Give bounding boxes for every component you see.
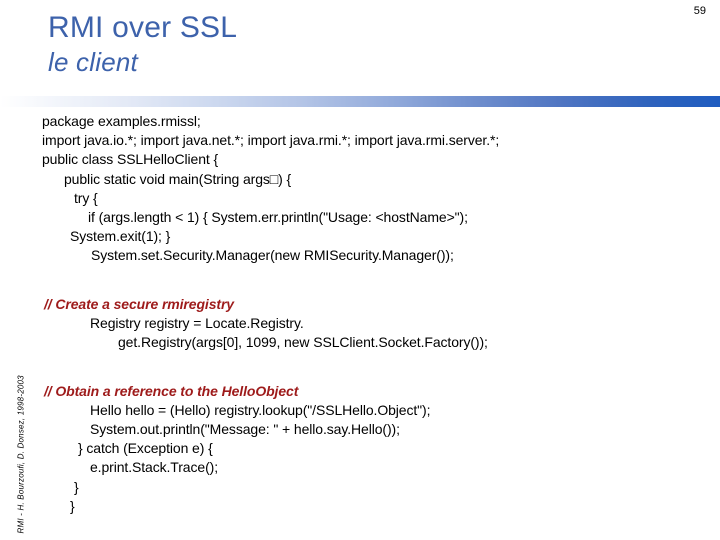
code-spacer (0, 372, 720, 382)
code-block: package examples.rmissl; import java.io.*… (0, 112, 720, 516)
code-line: System.set.Security.Manager(new RMISecur… (91, 247, 454, 264)
code-comment-line: // Create a secure rmiregistry (44, 295, 234, 312)
code-spacer (0, 352, 720, 371)
code-line: Hello hello = (Hello) registry.lookup("/… (90, 401, 431, 418)
code-line: System.exit(1); } (70, 228, 171, 245)
code-comment-line: // Obtain a reference to the HelloObject (44, 382, 299, 399)
code-line: } (70, 497, 75, 514)
code-line: e.print.Stack.Trace(); (90, 459, 218, 476)
page-title: RMI over SSL (48, 11, 238, 44)
code-line: System.out.println("Message: " + hello.s… (90, 421, 400, 438)
code-line: Registry registry = Locate.Registry. (90, 315, 304, 332)
code-spacer (0, 266, 720, 285)
page-subtitle: le client (48, 47, 138, 77)
code-line: import java.io.*; import java.net.*; imp… (42, 132, 500, 149)
code-line: get.Registry(args[0], 1099, new SSLClien… (118, 334, 488, 351)
code-line: } (74, 478, 79, 495)
page-number: 59 (693, 5, 706, 17)
code-line: if (args.length < 1) { System.err.printl… (88, 209, 468, 226)
code-line: try { (74, 189, 98, 206)
code-line: public static void main(String args□) { (64, 170, 292, 187)
code-line: public class SSLHelloClient { (42, 151, 219, 168)
title-block: RMI over SSL le client (48, 10, 668, 78)
code-spacer (0, 285, 720, 295)
gradient-divider (0, 96, 720, 107)
code-line: } catch (Exception e) { (78, 440, 213, 457)
code-line: package examples.rmissl; (42, 113, 201, 129)
